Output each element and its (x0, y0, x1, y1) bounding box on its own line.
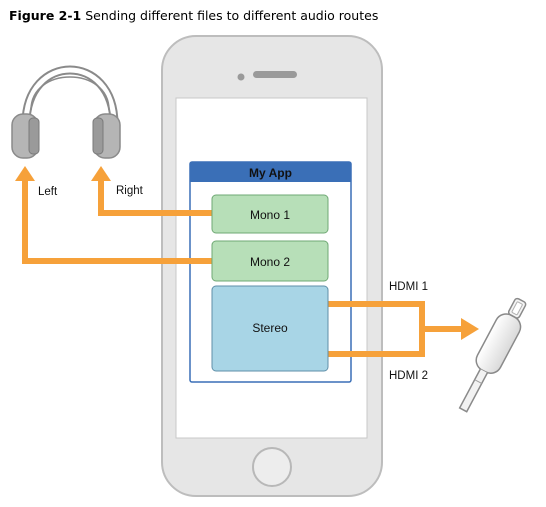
app-header (190, 162, 351, 182)
file-label-mono-1: Mono 1 (250, 208, 290, 222)
phone-speaker (253, 71, 297, 78)
arrowhead-connector (461, 318, 479, 340)
route-label-hdmi-2: HDMI 2 (389, 370, 428, 382)
figure-title: Sending different files to different aud… (85, 8, 379, 23)
arrowhead-right (91, 166, 111, 181)
app-title: My App (249, 166, 292, 180)
route-label-right: Right (116, 185, 144, 197)
route-right-line (98, 180, 214, 216)
file-box-mono-2: Mono 2 (211, 240, 329, 282)
route-label-left: Left (38, 186, 58, 198)
file-label-mono-2: Mono 2 (250, 255, 290, 269)
phone-camera (237, 73, 245, 81)
file-box-stereo: Stereo (211, 285, 329, 372)
route-arrows (22, 180, 462, 357)
figure-number: Figure 2-1 (9, 8, 82, 23)
route-left-line (22, 180, 214, 264)
arrowhead-left (15, 166, 35, 181)
headphones-icon (11, 65, 121, 159)
connector-cable (458, 368, 489, 413)
figure-caption: Figure 2-1 Sending different files to di… (9, 8, 378, 23)
connector-housing (475, 313, 522, 374)
file-label-stereo: Stereo (252, 321, 288, 335)
route-label-hdmi-1: HDMI 1 (389, 281, 428, 293)
route-arrowheads (15, 166, 479, 340)
file-box-mono-1: Mono 1 (211, 194, 329, 234)
home-button[interactable] (252, 447, 292, 487)
lightning-connector-icon (458, 297, 527, 413)
